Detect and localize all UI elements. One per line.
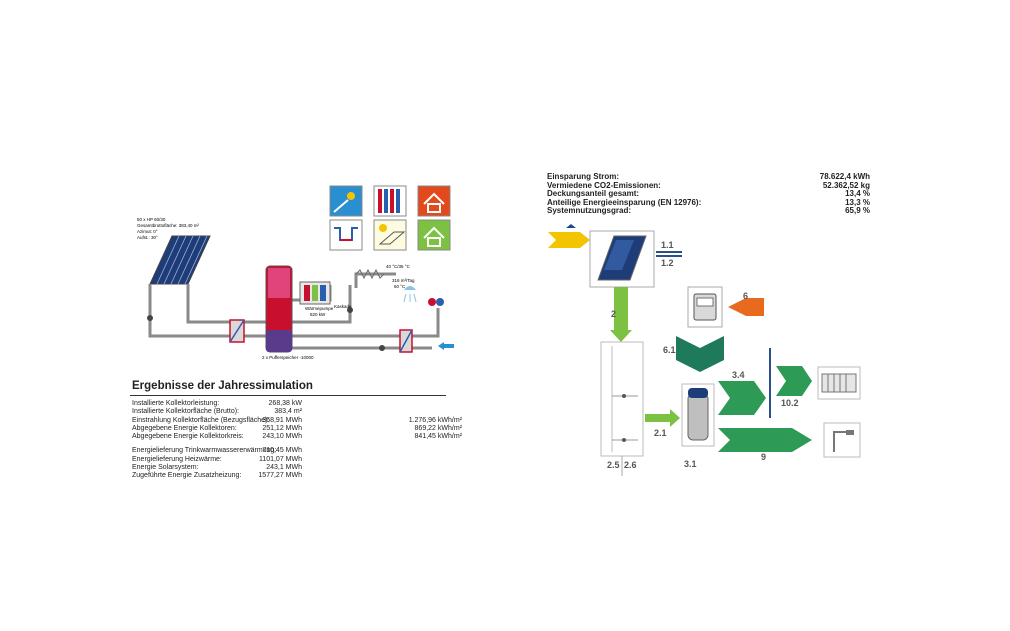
summary-table: Einsparung Strom:78.622,4 kWh Vermiedene… [547,172,870,216]
results-table: Installierte Kollektorleistung:268,38 kW… [132,400,462,481]
label-2-5: 2.5 [607,460,620,470]
solar-panel-icon [589,230,655,288]
radiator-coil-icon [355,268,385,280]
dhw-heat-exchanger-icon [399,329,413,353]
label-10-2: 10.2 [781,398,799,408]
dhw-flow-label: 316 m³/Tag [392,278,415,283]
summary-row: Systemnutzungsgrad:65,9 % [547,206,870,216]
results-row: Abgegebene Energie Kollektorkreis:243,10… [132,433,462,441]
results-row: Installierte Kollektorfläche (Brutto):38… [132,408,302,416]
label-3-4: 3.4 [732,370,745,380]
tank-label: 2 x Pufferspeicher -10000 [262,355,314,360]
radiator-icon [817,366,861,400]
solar-panel-tile-icon [373,219,407,251]
results-row: Einstrahlung Kollektorfläche (Bezugsfläc… [132,416,462,424]
label-2: 2 [611,309,616,319]
flow-arrow-10-2 [776,366,812,396]
control-unit-icon [687,286,723,328]
energy-flow-diagram: 1.1 1.2 2 6 2.5 2.6 2.1 6.1 3.1 [548,224,861,476]
collector-label-1: 50 x HP 60/30 [137,217,166,222]
label-9: 9 [761,452,766,462]
label-1-2: 1.2 [661,258,674,268]
results-row: Installierte Kollektorleistung:268,38 kW [132,400,302,407]
label-2-6: 2.6 [624,460,637,470]
summary-row: Einsparung Strom:78.622,4 kWh [547,172,870,181]
summary-row: Vermiedene CO2-Emissionen:52.362,52 kg [547,180,870,190]
heat-pump-unit-icon [681,383,715,447]
auxiliary-energy-arrow-6 [728,298,764,316]
dhw-temp2-label: 60 °C [394,284,406,289]
storage-tank-tile-icon [373,185,407,217]
solar-collector-array-icon [149,235,211,285]
system-schematic: 50 x HP 60/30 Gesamtbruttofläche: 383,40… [137,185,454,360]
results-title: Ergebnisse der Jahressimulation [132,380,313,392]
flow-arrow-9 [718,428,812,452]
sun-collector-tile-icon [329,185,363,217]
results-row: Energielieferung Heizwärme:1101,07 MWh [132,455,302,463]
cold-water-arrow-icon [438,342,454,350]
results-row: Abgegebene Energie Kollektoren:251,12 MW… [132,424,462,432]
flow-arrow-3-4 [718,381,766,415]
collector-label-3: Azimut: 0° [137,229,158,234]
label-6: 6 [743,291,748,301]
heat-pump-icon [299,281,331,305]
mixing-valve-icon [428,298,444,306]
summary-row: Deckungsanteil gesamt:13,4 % [547,189,870,199]
results-row: Energie Solarsystem:243,1 MWh [132,464,302,472]
shower-tap-icon [823,422,861,458]
results-row: Energielieferung Trinkwarmwassererwärmun… [132,447,302,455]
heatpump-label: Wärmepumpe [305,306,334,311]
label-1-1: 1.1 [661,240,674,250]
collector-label-2: Gesamtbruttofläche: 383,40 m² [137,223,200,228]
label-2-1: 2.1 [654,428,667,438]
results-row: Zugeführte Energie Zusatzheizung:1577,27… [132,472,302,480]
label-3-1: 3.1 [684,459,697,469]
flow-arrow-2 [610,287,632,342]
storage-system-frame [600,341,644,457]
dhw-temp-label: 40 °C/35 °C [386,264,411,269]
cascade-label: Kaskade [334,304,352,309]
buffer-tank-icon [265,265,293,353]
collector-label-4: Aufst.: 30° [137,235,158,240]
house-tile-icon [417,219,451,251]
shower-icon [403,286,417,303]
label-6-1: 6.1 [663,345,676,355]
heating-house-tile-icon [417,185,451,217]
heat-exchanger-tile-icon [329,219,363,251]
heatpump-power: 820 kW [310,312,326,317]
results-divider [130,395,446,396]
solar-input-arrow [548,224,590,248]
flow-arrow-2-1 [645,409,680,427]
summary-row: Anteilige Energieeinsparung (EN 12976):1… [547,197,870,207]
solar-heat-exchanger-icon [229,319,245,343]
flow-chevron-6-1 [676,336,724,372]
